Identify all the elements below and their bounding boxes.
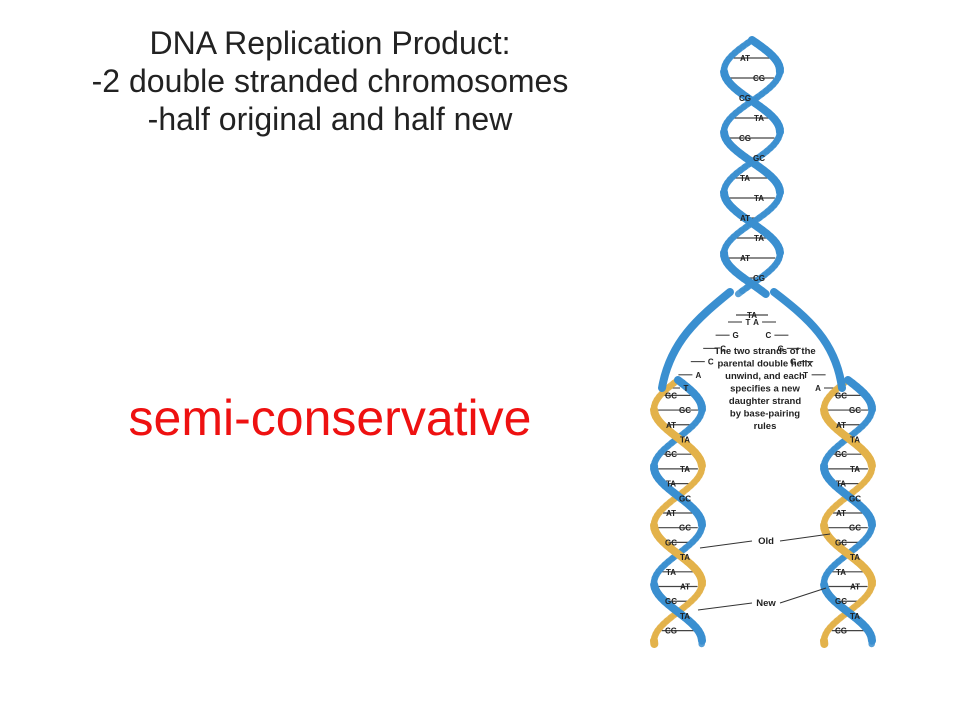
right-daughter-base-pair-label: GC <box>835 450 847 459</box>
label-new: New <box>756 598 776 609</box>
parent-base-pair-label: GC <box>753 154 765 163</box>
left-daughter-base-pair-label: GC <box>665 450 677 459</box>
parent-base-pair-label: TA <box>740 174 750 183</box>
left-daughter-base-pair-label: TA <box>666 480 676 489</box>
parent-base-pair-label: TA <box>754 234 764 243</box>
right-daughter-base-pair-label: TA <box>850 435 860 444</box>
fork-left-base-label: T <box>684 384 689 393</box>
right-daughter-strand-1-segment <box>867 458 876 470</box>
parent-base-pair-label: CG <box>739 94 751 103</box>
right-daughter-base-pair-label: GC <box>835 538 847 547</box>
caption-line: The two strands of the <box>714 346 815 357</box>
parent-base-pair-label: AT <box>740 54 750 63</box>
callout-new-left <box>697 602 753 611</box>
caption-line: rules <box>754 421 777 432</box>
figure-caption: The two strands of the parental double he… <box>714 346 815 609</box>
left-daughter-base-pair-label: TA <box>680 465 690 474</box>
left-daughter-base-pair-label: GC <box>679 406 691 415</box>
caption-line: unwind, and each <box>725 371 805 382</box>
right-daughter-base-pair-label: TA <box>850 553 860 562</box>
parent-strand-2-segment <box>734 287 746 298</box>
fork-right-base-label: A <box>753 318 759 327</box>
callout-old-left <box>699 540 753 549</box>
fork-left-base-label: C <box>708 358 714 367</box>
left-daughter-base-pair-label: TA <box>666 568 676 577</box>
left-daughter-base-pair-label: GC <box>679 524 691 533</box>
left-daughter-base-pair-label: GC <box>665 597 677 606</box>
fork-left-base-label: A <box>696 371 702 380</box>
helix-front-strands <box>650 36 876 648</box>
caption-line: parental double helix <box>717 359 813 370</box>
right-daughter-base-pair-label: TA <box>850 465 860 474</box>
left-daughter-base-pair-label: AT <box>666 509 676 518</box>
left-daughter-base-pair-label: TA <box>680 612 690 621</box>
left-daughter-base-pair-label: TA <box>680 553 690 562</box>
left-daughter-base-pair-label: AT <box>680 583 690 592</box>
right-daughter-base-pair-label: GC <box>835 391 847 400</box>
title-line-1: DNA Replication Product: <box>149 25 511 61</box>
parent-base-pair-label: AT <box>740 254 750 263</box>
key-term: semi-conservative <box>128 390 532 446</box>
title-line-2: -2 double stranded chromosomes <box>91 63 569 99</box>
parent-base-pair-label: CG <box>753 74 765 83</box>
caption-line: by base-pairing <box>730 409 800 420</box>
fork-right-base-label: C <box>766 331 772 340</box>
left-daughter-base-pair-label: CG <box>665 627 677 636</box>
right-daughter-base-pair-label: TA <box>836 480 846 489</box>
callout-old-right <box>779 533 831 542</box>
right-daughter-base-pair-label: GC <box>849 524 861 533</box>
base-pair-labels: ATCGCGTACGGCTATAATTAATCGTATGCCATACGGTAGC… <box>665 54 861 636</box>
caption-line: specifies a new <box>730 384 800 395</box>
fork-right-old-strand <box>770 288 846 392</box>
parent-strand-1-segment <box>757 286 770 298</box>
left-daughter-base-pair-label: AT <box>666 421 676 430</box>
parent-base-pair-label: TA <box>754 114 764 123</box>
right-daughter-base-pair-label: CG <box>835 627 847 636</box>
parent-strand-2-segment <box>775 245 784 257</box>
label-old: Old <box>758 536 774 547</box>
parent-base-pair-label: TA <box>754 194 764 203</box>
left-daughter-base-pair-label: GC <box>665 538 677 547</box>
callout-lines <box>697 533 831 611</box>
right-daughter-base-pair-label: GC <box>849 406 861 415</box>
right-daughter-base-pair-label: TA <box>850 612 860 621</box>
fork-right-base-label: T <box>803 371 808 380</box>
right-daughter-base-pair-label: AT <box>836 421 846 430</box>
left-daughter-strand-2-segment <box>697 458 706 470</box>
fork-right-base-label: A <box>815 384 821 393</box>
parent-base-pair-label: CG <box>739 134 751 143</box>
right-daughter-base-pair-label: TA <box>836 568 846 577</box>
fork-right-base-label: G <box>778 344 784 353</box>
right-daughter-base-pair-label: AT <box>850 583 860 592</box>
parent-base-pair-label: AT <box>740 214 750 223</box>
left-daughter-base-pair-label: GC <box>679 494 691 503</box>
right-daughter-base-pair-label: GC <box>835 597 847 606</box>
fork-right-base-label: G <box>790 358 796 367</box>
fork-left-base-label: G <box>732 331 738 340</box>
callout-new-right <box>779 587 827 604</box>
fork-top-base-pair-label: TA <box>747 311 757 320</box>
left-daughter-base-pair-label: GC <box>665 391 677 400</box>
parent-base-pair-label: CG <box>753 274 765 283</box>
title-line-3: -half original and half new <box>147 101 513 137</box>
caption-line: daughter strand <box>729 396 802 407</box>
right-daughter-base-pair-label: GC <box>849 494 861 503</box>
left-daughter-base-pair-label: TA <box>680 435 690 444</box>
fork-left-base-label: C <box>720 344 726 353</box>
dna-helix-illustration: ATCGCGTACGGCTATAATTAATCGTATGCCATACGGTAGC… <box>650 36 876 648</box>
fork-left-old-strand <box>658 288 734 392</box>
right-daughter-base-pair-label: AT <box>836 509 846 518</box>
fork-left-base-label: T <box>746 318 751 327</box>
slide-title: DNA Replication Product: -2 double stran… <box>20 24 640 138</box>
